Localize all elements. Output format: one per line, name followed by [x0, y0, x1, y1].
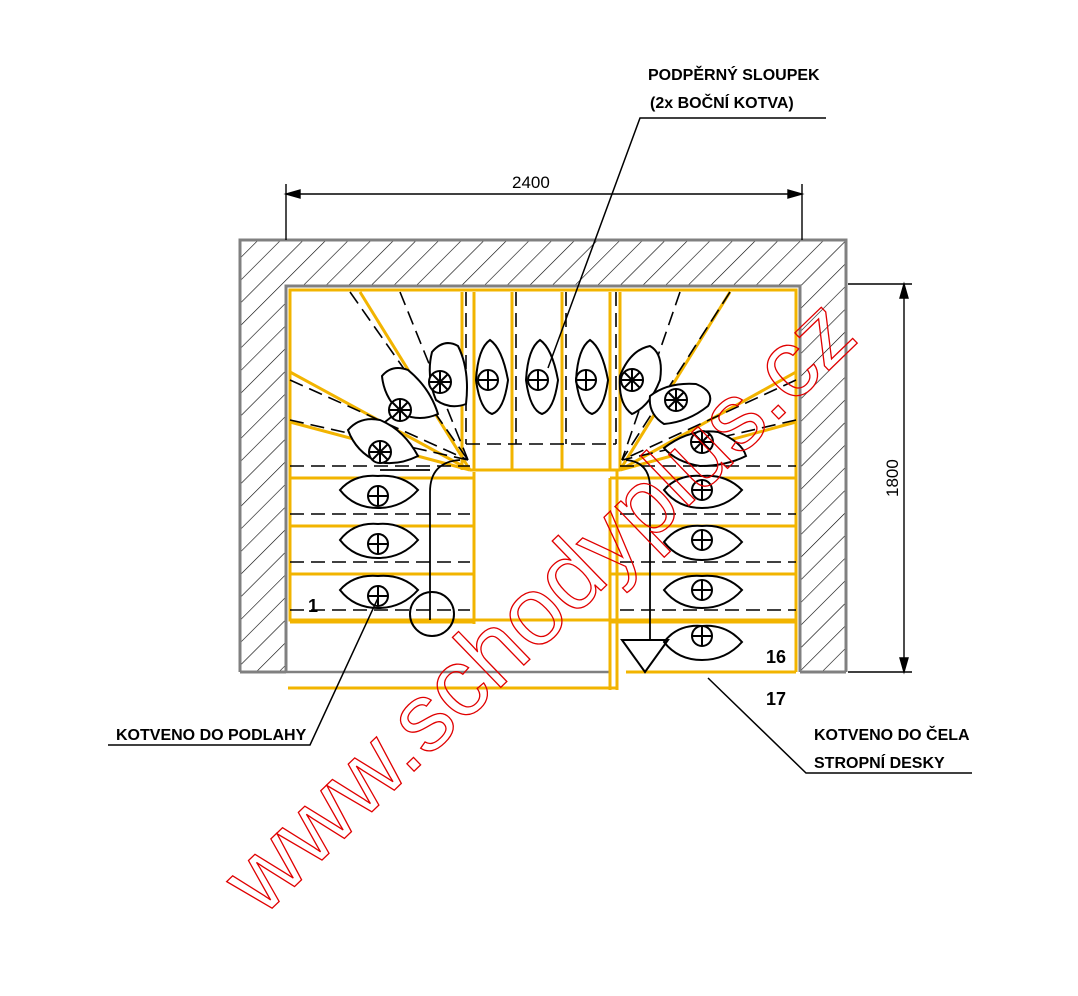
tread-plate — [662, 574, 744, 610]
spine — [379, 409, 651, 640]
step-number-first: 1 — [308, 596, 318, 616]
dimension-depth-label: 1800 — [883, 459, 902, 497]
leader-anchor-slab — [707, 677, 972, 774]
tread-plate — [338, 474, 420, 510]
tread-plate — [524, 338, 560, 416]
leader-support-column — [547, 117, 826, 369]
anchor-slab-label-line1: KOTVENO DO ČELA — [814, 725, 970, 744]
landing-triangle — [620, 639, 670, 674]
tread-plate — [338, 522, 420, 560]
tread-plate — [338, 574, 420, 610]
tread-plate — [474, 338, 510, 416]
support-column-label-line1: PODPĚRNÝ SLOUPEK — [648, 65, 820, 84]
step-number-seventeenth: 17 — [766, 689, 786, 709]
tread-plate — [574, 338, 610, 416]
tread-plate — [662, 430, 748, 468]
dimension-width-label: 2400 — [512, 173, 550, 192]
anchor-floor-label: KOTVENO DO PODLAHY — [116, 727, 307, 744]
tread-plate — [662, 524, 744, 562]
wall-hatch — [240, 240, 846, 672]
tread-plate — [648, 382, 712, 426]
dimension-width — [283, 184, 805, 240]
walls — [238, 238, 848, 674]
leader-anchor-floor — [108, 597, 379, 746]
tread-plate — [662, 474, 744, 510]
base-post-circle — [409, 591, 455, 637]
anchor-slab-label-line2: STROPNÍ DESKY — [814, 753, 945, 772]
tread-plate — [380, 367, 440, 422]
tread-plates — [338, 338, 748, 662]
leader-lines — [108, 117, 972, 774]
tread-plate — [346, 418, 420, 465]
tread-plate — [428, 342, 468, 408]
step-number-sixteenth: 16 — [766, 647, 786, 667]
dimension-depth — [848, 281, 912, 675]
support-column-label-line2: (2x BOČNÍ KOTVA) — [650, 93, 794, 112]
tread-plate — [662, 624, 744, 662]
wall-outline — [238, 238, 848, 674]
